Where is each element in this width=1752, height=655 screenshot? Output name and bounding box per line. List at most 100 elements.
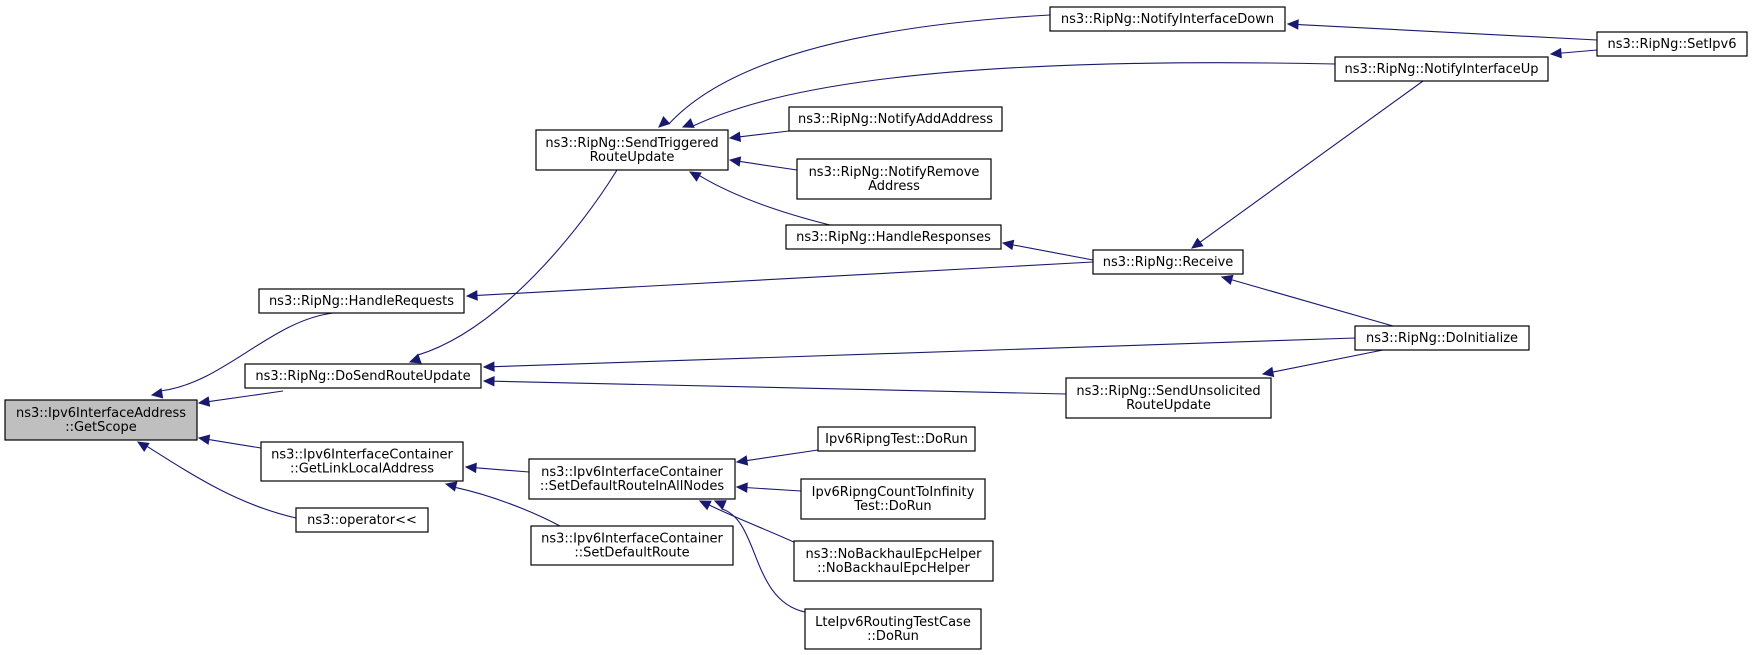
node-label-notifyremoveaddress-1: Address xyxy=(868,179,920,194)
edge-notifyinterfacedown-to-sendtriggered xyxy=(668,14,1051,125)
node-box-sendunsolicited xyxy=(1065,377,1272,419)
node-setdefaultrouteinallnodes[interactable]: ns3::Ipv6InterfaceContainer::SetDefaultR… xyxy=(528,458,736,500)
arrowhead-setdefaultrouteinallnodes-to-getlinklocaladdress xyxy=(464,462,477,474)
arrowhead-notifyinterfaceup-to-receive xyxy=(1191,237,1204,249)
arrowhead-setipv6-to-notifyinterfaceup xyxy=(1549,47,1562,59)
node-label-operator-0: ns3::operator<< xyxy=(307,513,417,528)
edge-notifyaddaddress-to-sendtriggered xyxy=(739,130,790,138)
edge-ipv6ripngtest-to-setdefaultrouteinallnodes xyxy=(746,449,819,462)
node-box-notifyinterfaceup xyxy=(1334,56,1549,82)
node-label-getlinklocaladdress-0: ns3::Ipv6InterfaceContainer xyxy=(271,448,453,463)
node-label-setdefaultroute-1: ::SetDefaultRoute xyxy=(574,546,689,561)
node-notifyinterfaceup[interactable]: ns3::RipNg::NotifyInterfaceUp xyxy=(1334,56,1549,82)
node-nobackhaul[interactable]: ns3::NoBackhaulEpcHelper::NoBackhaulEpcH… xyxy=(793,540,994,582)
node-box-lteipv6routing xyxy=(804,608,982,650)
node-box-sendtriggered xyxy=(535,129,729,171)
node-box-operator xyxy=(295,507,429,533)
node-label-nobackhaul-1: ::NoBackhaulEpcHelper xyxy=(817,561,970,576)
edge-handleresponses-to-sendtriggered xyxy=(699,175,831,226)
arrowhead-operator-to-getscope xyxy=(136,441,150,452)
arrowhead-nobackhaul-to-setdefaultrouteinallnodes xyxy=(698,500,712,511)
node-getlinklocaladdress[interactable]: ns3::Ipv6InterfaceContainer::GetLinkLoca… xyxy=(260,441,464,482)
arrowhead-notifyaddaddress-to-sendtriggered xyxy=(728,131,742,142)
node-label-getlinklocaladdress-1: ::GetLinkLocalAddress xyxy=(290,462,434,477)
node-setdefaultroute[interactable]: ns3::Ipv6InterfaceContainer::SetDefaultR… xyxy=(530,525,734,566)
edge-handlerequests-to-getscope xyxy=(161,312,334,392)
node-box-doinitialize xyxy=(1354,325,1530,351)
node-label-ipv6ripngcount-0: Ipv6RipngCountToInfinity xyxy=(812,485,975,500)
edge-operator-to-getscope xyxy=(146,445,297,519)
node-label-notifyinterfaceup-0: ns3::RipNg::NotifyInterfaceUp xyxy=(1344,62,1538,77)
node-label-sendunsolicited-1: RouteUpdate xyxy=(1126,398,1211,413)
edge-doinitialize-to-sendunsolicited xyxy=(1272,349,1384,373)
arrowhead-dosendrouteupdate-to-getscope xyxy=(197,396,211,407)
node-label-dosendrouteupdate-0: ns3::RipNg::DoSendRouteUpdate xyxy=(255,369,470,384)
node-box-getscope xyxy=(4,399,198,441)
node-label-notifyremoveaddress-0: ns3::RipNg::NotifyRemove xyxy=(809,165,980,180)
node-label-nobackhaul-0: ns3::NoBackhaulEpcHelper xyxy=(806,547,983,562)
node-label-notifyaddaddress-0: ns3::RipNg::NotifyAddAddress xyxy=(798,112,993,127)
node-box-notifyremoveaddress xyxy=(796,158,992,200)
node-getscope[interactable]: ns3::Ipv6InterfaceAddress::GetScope xyxy=(4,399,198,441)
edge-doinitialize-to-receive xyxy=(1231,279,1394,327)
node-label-handleresponses-0: ns3::RipNg::HandleResponses xyxy=(796,230,991,245)
arrowhead-doinitialize-to-sendunsolicited xyxy=(1261,366,1275,378)
node-label-getscope-0: ns3::Ipv6InterfaceAddress xyxy=(16,406,186,421)
node-receive[interactable]: ns3::RipNg::Receive xyxy=(1092,249,1244,275)
node-doinitialize[interactable]: ns3::RipNg::DoInitialize xyxy=(1354,325,1530,351)
node-operator[interactable]: ns3::operator<< xyxy=(295,507,429,533)
edge-getlinklocaladdress-to-getscope xyxy=(208,439,262,449)
arrowhead-doinitialize-to-dosendrouteupdate xyxy=(482,361,495,372)
node-notifyaddaddress[interactable]: ns3::RipNg::NotifyAddAddress xyxy=(788,106,1003,132)
node-ipv6ripngtest[interactable]: Ipv6RipngTest::DoRun xyxy=(817,426,976,452)
node-label-getscope-1: ::GetScope xyxy=(65,420,137,435)
node-box-ipv6ripngtest xyxy=(817,426,976,452)
node-label-setdefaultrouteinallnodes-1: ::SetDefaultRouteInAllNodes xyxy=(540,479,724,494)
node-box-nobackhaul xyxy=(793,540,994,582)
arrowhead-setdefaultroute-to-getlinklocaladdress xyxy=(444,481,458,492)
arrowhead-handleresponses-to-sendtriggered xyxy=(688,171,702,182)
arrowhead-receive-to-handleresponses xyxy=(1001,239,1015,251)
edge-sendunsolicited-to-dosendrouteupdate xyxy=(493,380,1067,395)
edge-ipv6ripngcount-to-setdefaultrouteinallnodes xyxy=(746,487,802,492)
edge-notifyinterfaceup-to-receive xyxy=(1199,80,1424,243)
node-lteipv6routing[interactable]: LteIpv6RoutingTestCase::DoRun xyxy=(804,608,982,650)
node-box-notifyinterfacedown xyxy=(1049,6,1286,32)
node-handleresponses[interactable]: ns3::RipNg::HandleResponses xyxy=(785,224,1002,250)
arrowhead-setipv6-to-notifyinterfacedown xyxy=(1286,19,1299,30)
arrowhead-notifyinterfaceup-to-sendtriggered xyxy=(681,118,695,128)
arrowhead-sendtriggered-to-dosendrouteupdate xyxy=(408,353,422,364)
node-box-handlerequests xyxy=(258,288,465,314)
node-label-notifyinterfacedown-0: ns3::RipNg::NotifyInterfaceDown xyxy=(1061,12,1274,27)
node-setipv6[interactable]: ns3::RipNg::SetIpv6 xyxy=(1596,31,1748,57)
node-box-dosendrouteupdate xyxy=(244,363,482,389)
edge-setipv6-to-notifyinterfacedown xyxy=(1297,23,1598,41)
node-label-setdefaultroute-0: ns3::Ipv6InterfaceContainer xyxy=(541,532,723,547)
node-label-sendunsolicited-0: ns3::RipNg::SendUnsolicited xyxy=(1076,384,1260,399)
node-label-ipv6ripngcount-1: Test::DoRun xyxy=(853,499,931,514)
node-label-lteipv6routing-0: LteIpv6RoutingTestCase xyxy=(815,615,971,630)
arrowhead-notifyremoveaddress-to-sendtriggered xyxy=(728,156,742,167)
arrowhead-ipv6ripngcount-to-setdefaultrouteinallnodes xyxy=(735,482,748,493)
node-box-getlinklocaladdress xyxy=(260,441,464,482)
arrowhead-ipv6ripngtest-to-setdefaultrouteinallnodes xyxy=(735,455,749,466)
edges-layer xyxy=(136,14,1598,613)
edge-setipv6-to-notifyinterfaceup xyxy=(1560,49,1598,54)
node-dosendrouteupdate[interactable]: ns3::RipNg::DoSendRouteUpdate xyxy=(244,363,482,389)
edge-dosendrouteupdate-to-getscope xyxy=(208,390,284,403)
arrowhead-handlerequests-to-getscope xyxy=(150,388,164,399)
edge-notifyinterfaceup-to-sendtriggered xyxy=(692,62,1336,127)
node-label-lteipv6routing-1: ::DoRun xyxy=(867,629,919,644)
arrowhead-lteipv6routing-to-setdefaultrouteinallnodes xyxy=(713,500,727,510)
edge-lteipv6routing-to-setdefaultrouteinallnodes xyxy=(721,508,806,613)
edge-setdefaultrouteinallnodes-to-getlinklocaladdress xyxy=(475,467,530,473)
node-handlerequests[interactable]: ns3::RipNg::HandleRequests xyxy=(258,288,465,314)
node-box-setipv6 xyxy=(1596,31,1748,57)
node-notifyinterfacedown[interactable]: ns3::RipNg::NotifyInterfaceDown xyxy=(1049,6,1286,32)
node-label-receive-0: ns3::RipNg::Receive xyxy=(1103,255,1234,270)
node-label-doinitialize-0: ns3::RipNg::DoInitialize xyxy=(1366,331,1518,346)
